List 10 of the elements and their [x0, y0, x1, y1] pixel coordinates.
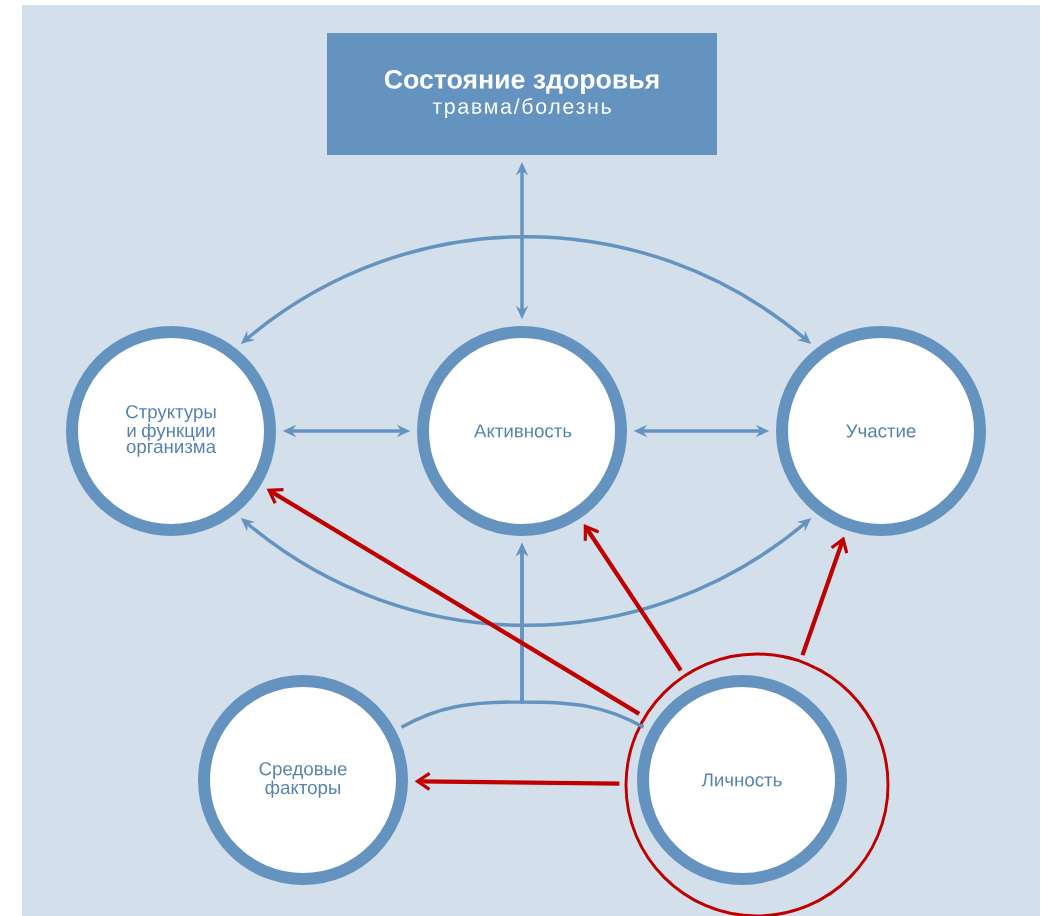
circle-node: Активность	[417, 326, 627, 536]
arrow	[414, 772, 620, 791]
circle-node: Средовые факторы	[198, 675, 408, 885]
title-box: Состояние здоровья травма/болезнь	[327, 33, 717, 155]
circle-node: Личность	[637, 675, 847, 885]
arrow	[266, 488, 641, 716]
circle-node: Участие	[776, 326, 986, 536]
circle-node: Структуры и функции организма	[66, 326, 276, 536]
arrow	[800, 536, 849, 656]
arrow	[583, 524, 683, 672]
